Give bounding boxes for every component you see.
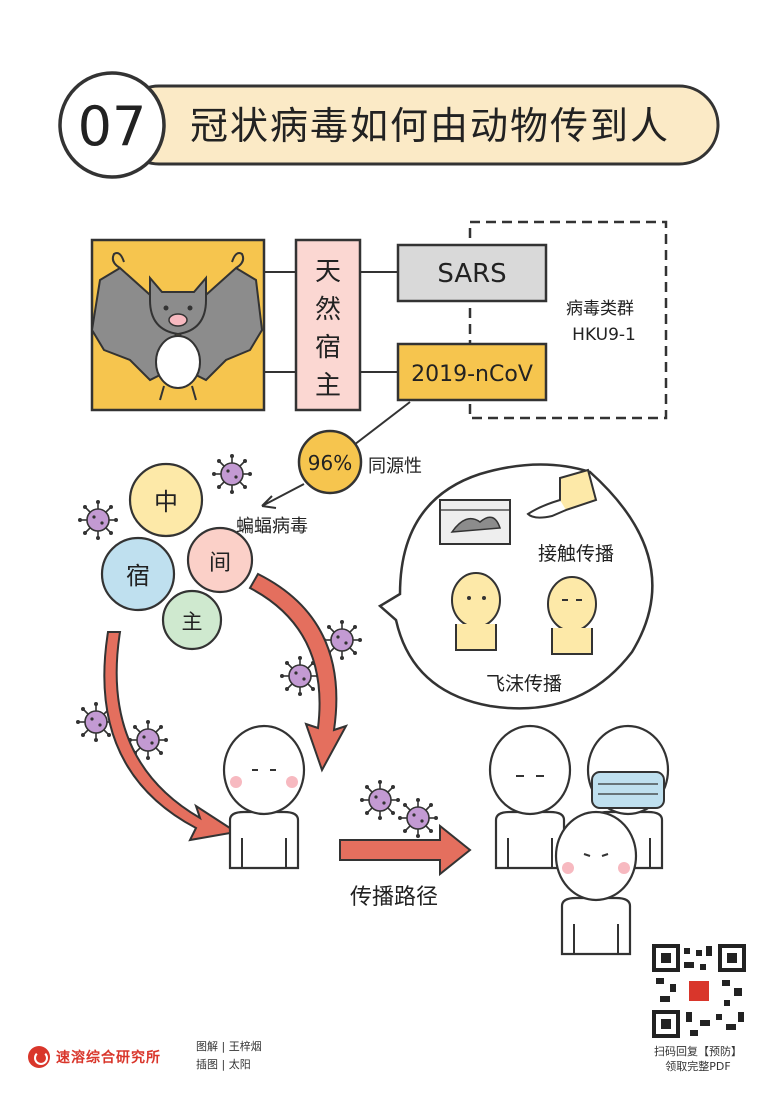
homology-percent: 96% (308, 451, 352, 475)
section-number-circle (58, 71, 166, 179)
bat-panel (90, 238, 266, 412)
bat-virus-arrow (261, 483, 305, 509)
homology-line (349, 401, 411, 449)
host-char-3: 宿 (315, 333, 341, 363)
ncov-label: 2019-nCoV (411, 362, 533, 387)
qr-code (652, 944, 746, 1038)
transmission-arrows (103, 572, 472, 877)
person-group (488, 724, 670, 956)
droplet-label: 飞沫传播 (486, 673, 562, 695)
intermediate-char-3: 宿 (126, 562, 150, 590)
ncov-box: 2019-nCoV (396, 342, 548, 402)
brand-name: 速溶综合研究所 (56, 1050, 161, 1066)
bat-icon (90, 252, 264, 401)
infected-person (222, 724, 306, 870)
natural-host-box: 天 然 宿 主 (294, 238, 362, 412)
credit-illustration: 插图 | 太阳 (196, 1058, 251, 1071)
intermediate-char-1: 中 (154, 488, 178, 516)
person-back-left (488, 724, 572, 870)
person-front (554, 810, 638, 956)
credit-diagram: 图解 | 王梓烟 (196, 1040, 262, 1053)
credits: 图解 | 王梓烟 插图 | 太阳 (196, 1038, 262, 1074)
qr-caption-line1: 扫码回复【预防】 (654, 1045, 742, 1058)
host-char-2: 然 (315, 295, 341, 325)
transmission-bubble: 接触传播 飞沫传播 (377, 463, 654, 710)
bat-virus-label: 蝙蝠病毒 (236, 516, 308, 537)
connector-lines (264, 271, 398, 373)
virus-icon (211, 453, 253, 495)
arrow-left-curve (103, 631, 239, 842)
qr-caption-line2: 领取完整PDF (665, 1060, 731, 1073)
cage-icon (439, 499, 511, 545)
qr-avatar (687, 979, 711, 1003)
intermediate-char-4: 主 (182, 610, 203, 634)
host-char-1: 天 (315, 257, 341, 287)
arrow-path (339, 823, 472, 877)
person-listen-icon (547, 576, 597, 655)
qr-caption: 扫码回复【预防】 领取完整PDF (634, 1044, 762, 1074)
sars-label: SARS (437, 259, 506, 289)
person-masked (586, 724, 670, 870)
host-char-4: 主 (315, 371, 341, 401)
contact-label: 接触传播 (538, 543, 614, 565)
brand-logo-icon (28, 1046, 50, 1068)
sars-box: SARS (396, 243, 548, 303)
arrow-right-curve (248, 572, 349, 773)
hand-icon (526, 468, 598, 519)
header: 07 冠状病毒如何由动物传到人 (58, 71, 720, 179)
virus-icon (359, 779, 401, 821)
virus-icon (397, 797, 439, 839)
page-title: 冠状病毒如何由动物传到人 (190, 104, 670, 148)
path-label: 传播路径 (350, 885, 438, 910)
intermediate-char-2: 间 (209, 551, 231, 576)
homology-label: 同源性 (368, 456, 422, 477)
virus-group-label: 病毒类群 (566, 299, 634, 319)
intermediate-host: 中 间 宿 主 (100, 462, 254, 651)
homology-circle (297, 429, 363, 495)
person-cough-icon (451, 572, 501, 651)
virus-group-code: HKU9-1 (572, 325, 636, 345)
virus-group-frame (468, 220, 668, 420)
section-number: 07 (78, 95, 147, 158)
brand-logo-block: 速溶综合研究所 (28, 1046, 161, 1068)
virus-icon (77, 499, 119, 541)
